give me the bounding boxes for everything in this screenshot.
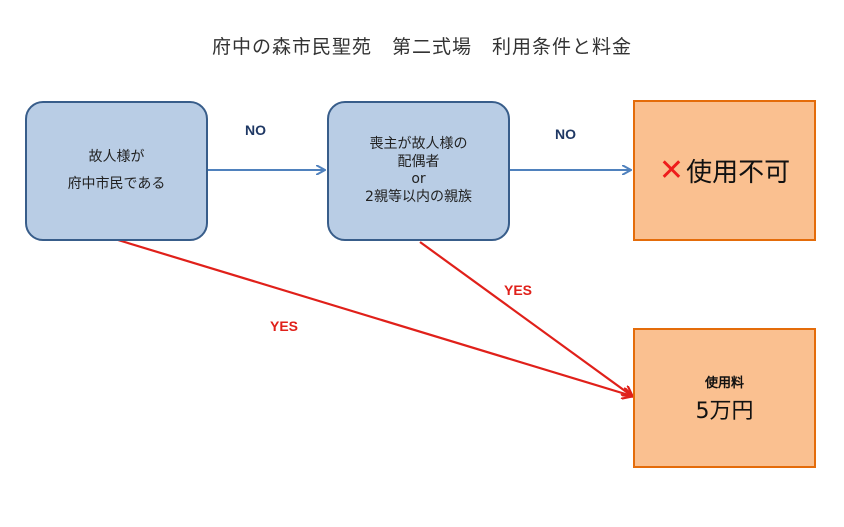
fee-label: 使用料 xyxy=(704,375,744,391)
decision-relative-line-2: 配偶者 xyxy=(397,153,440,170)
cross-icon: ✕ xyxy=(658,153,685,188)
arrow-yes-2 xyxy=(419,241,632,396)
edge-label-no-1: NO xyxy=(245,122,266,138)
arrow-yes-1 xyxy=(117,238,632,396)
decision-relative: 喪主が故人様の 配偶者 or 2親等以内の親族 xyxy=(327,101,510,241)
decision-resident-line-2: 府中市民である xyxy=(67,176,166,192)
result-fee: 使用料 5万円 xyxy=(633,328,816,468)
decision-relative-line-1: 喪主が故人様の xyxy=(369,136,468,152)
edge-label-yes-1: YES xyxy=(270,318,299,334)
decision-relative-line-3: or xyxy=(411,171,426,187)
decision-resident-line-1: 故人様が xyxy=(88,148,145,165)
fee-value: 5万円 xyxy=(695,398,754,424)
edge-label-yes-2: YES xyxy=(504,282,533,298)
decision-relative-line-4: 2親等以内の親族 xyxy=(365,188,472,205)
result-unavailable: ✕ 使用不可 xyxy=(633,100,816,241)
edge-label-no-2: NO xyxy=(555,126,576,142)
decision-resident: 故人様が 府中市民である xyxy=(25,101,208,241)
diagram-title: 府中の森市民聖苑 第二式場 利用条件と料金 xyxy=(211,36,632,58)
result-unavailable-text: 使用不可 xyxy=(686,158,791,188)
